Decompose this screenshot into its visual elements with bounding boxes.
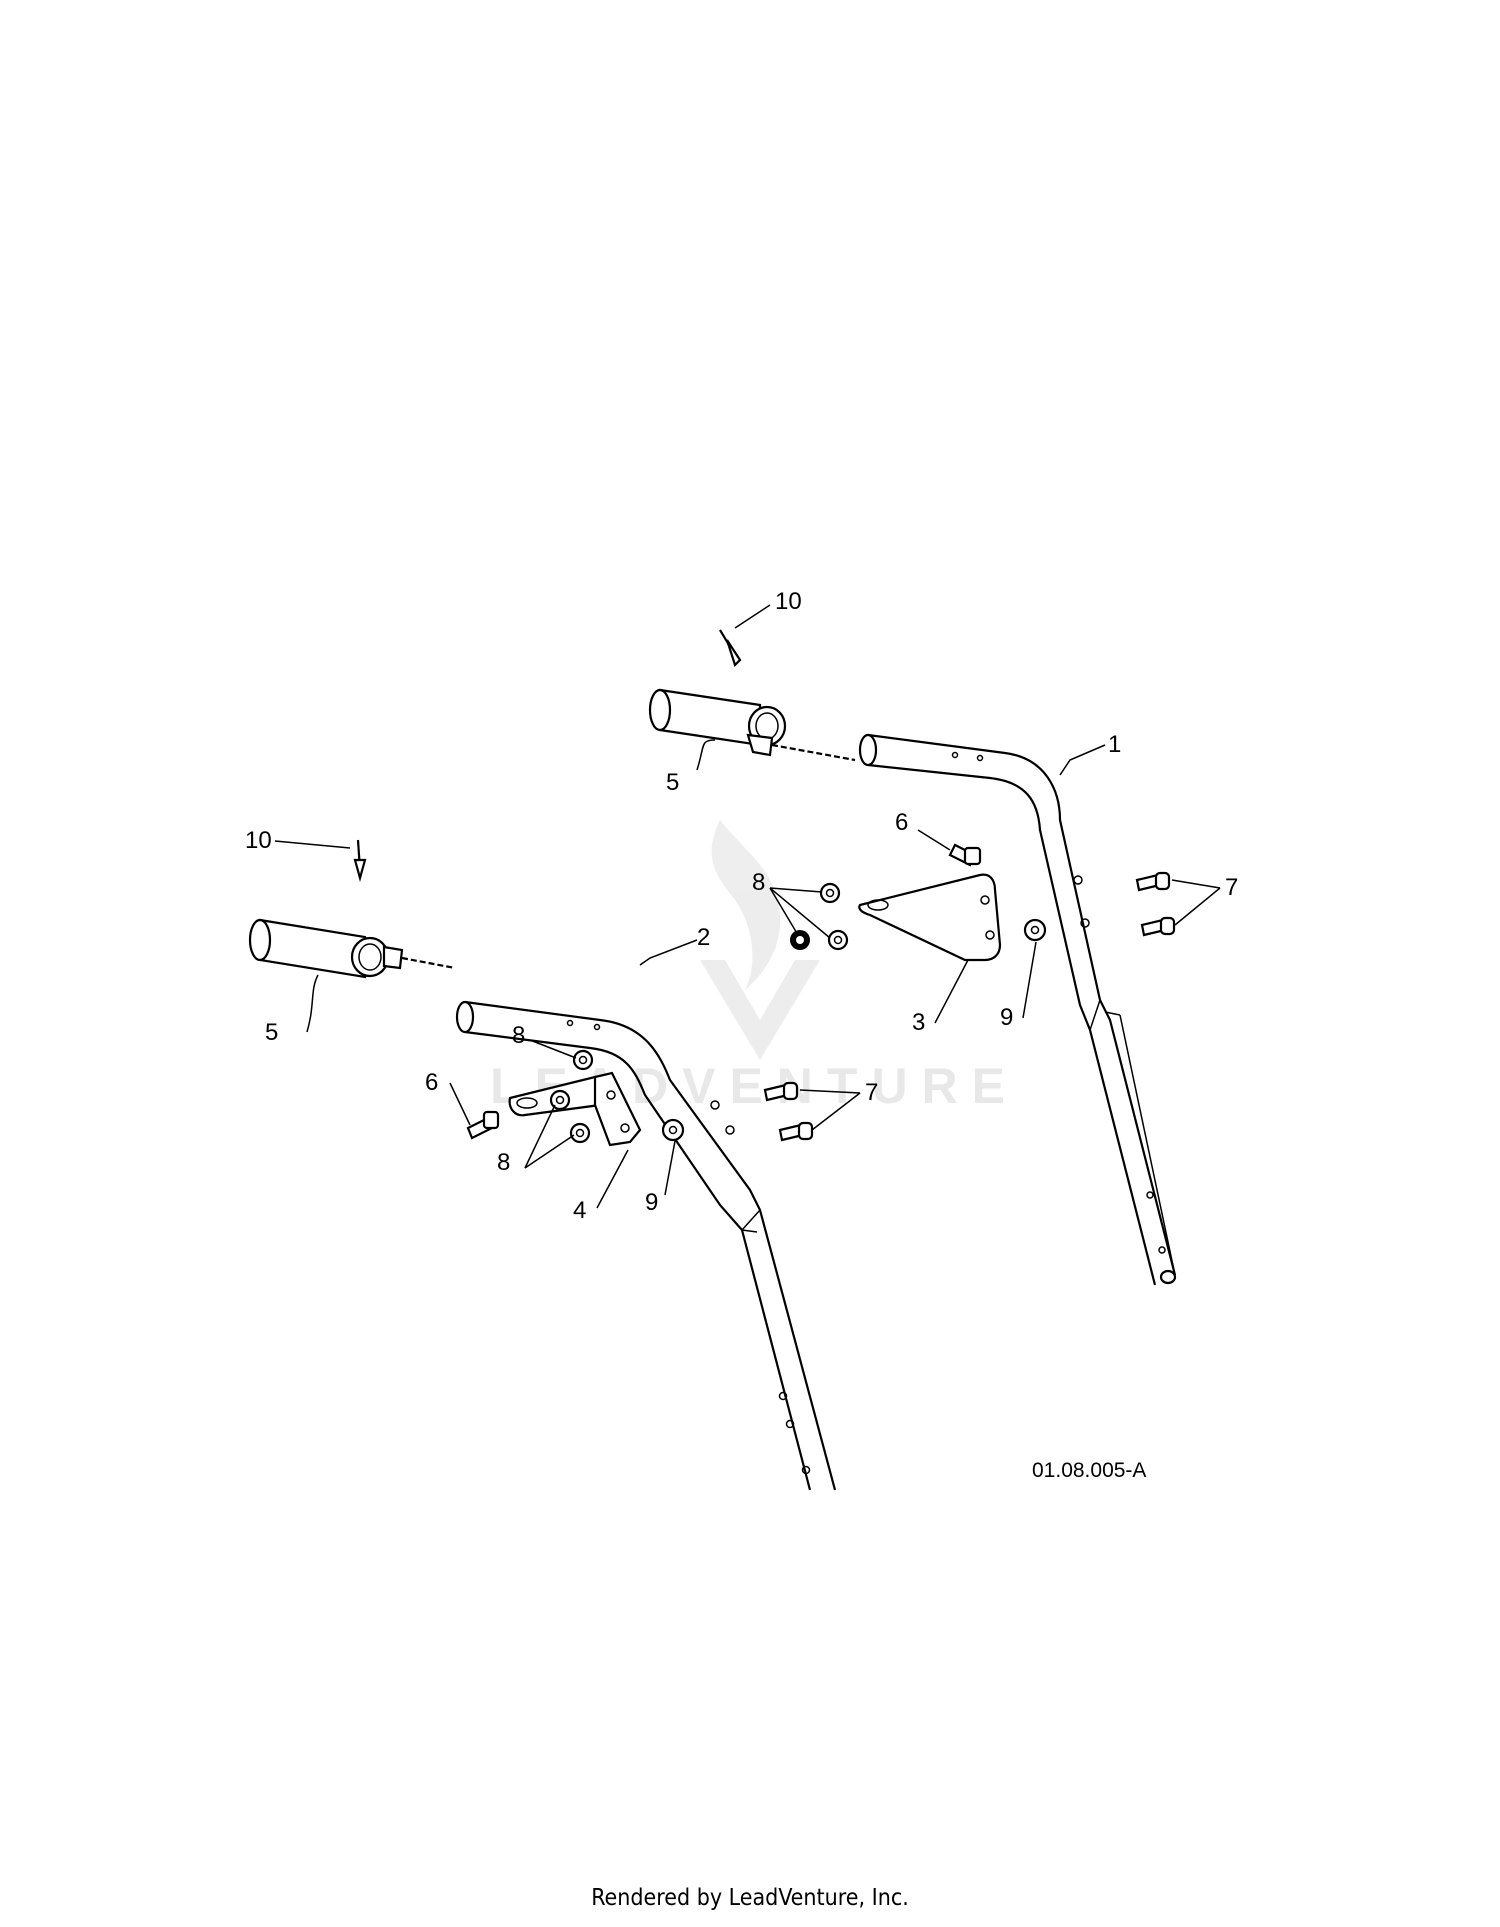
callout-part-10-lower: 10 bbox=[245, 827, 272, 854]
bolt-10-lower bbox=[353, 839, 367, 883]
bolts-7-upper bbox=[1135, 871, 1176, 937]
footer-credit: Rendered by LeadVenture, Inc. bbox=[591, 1885, 909, 1911]
callout-part-5-lower: 5 bbox=[265, 1019, 278, 1046]
callout-part-1: 1 bbox=[1108, 731, 1121, 758]
callout-part-7-lower: 7 bbox=[865, 1079, 878, 1106]
leader-lines bbox=[274, 604, 1221, 1209]
bolt-6-lower bbox=[466, 1110, 500, 1140]
handle-upper-right bbox=[858, 733, 1177, 1286]
figure-code: 01.08.005-A bbox=[1032, 1459, 1146, 1482]
bracket-3 bbox=[858, 873, 1002, 962]
callout-part-9-lower: 9 bbox=[645, 1189, 658, 1216]
washer-9-lower bbox=[661, 1118, 685, 1142]
bolt-6-upper bbox=[948, 843, 982, 867]
nuts-8-upper bbox=[790, 882, 849, 951]
v-logo bbox=[700, 960, 820, 1060]
callout-part-8-lower-a: 8 bbox=[512, 1022, 525, 1049]
callout-part-4: 4 bbox=[573, 1197, 586, 1224]
grip-lower bbox=[248, 918, 456, 979]
callout-part-10-upper: 10 bbox=[775, 588, 802, 615]
washer-9-upper bbox=[1023, 918, 1047, 942]
callout-part-8-lower-b: 8 bbox=[497, 1149, 510, 1176]
callout-part-5-upper: 5 bbox=[666, 769, 679, 796]
callout-part-3: 3 bbox=[912, 1009, 925, 1036]
callout-part-9-upper: 9 bbox=[1000, 1004, 1013, 1031]
callout-part-8-upper: 8 bbox=[752, 869, 765, 896]
grip-upper bbox=[648, 688, 856, 762]
leadventure-watermark: LEADVENTURE bbox=[490, 820, 1005, 1114]
callout-part-2: 2 bbox=[697, 924, 710, 951]
callout-part-7-upper: 7 bbox=[1225, 874, 1238, 901]
callout-part-6-upper: 6 bbox=[895, 809, 908, 836]
nuts-8-lower bbox=[549, 1049, 594, 1144]
bolt-10-upper bbox=[719, 629, 742, 668]
callout-part-6-lower: 6 bbox=[425, 1069, 438, 1096]
flame-logo bbox=[711, 820, 781, 990]
bolts-7-lower bbox=[763, 1081, 814, 1142]
